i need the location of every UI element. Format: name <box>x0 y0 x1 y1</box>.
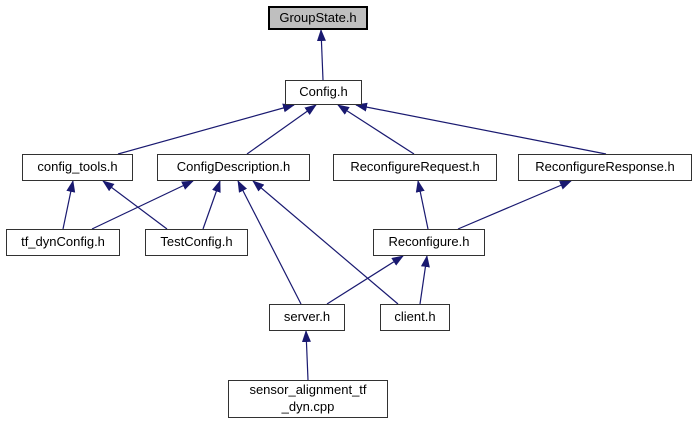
edge-config-to-groupstate <box>316 29 326 81</box>
edge-configdesc-to-config <box>246 104 317 155</box>
edge-config-tools-to-config <box>117 103 295 155</box>
edge-server-to-reconfigure <box>326 255 404 305</box>
node-sensor[interactable]: sensor_alignment_tf _dyn.cpp <box>228 380 388 418</box>
edge-reconfreq-to-config <box>337 104 415 155</box>
node-tf-dyn[interactable]: tf_dynConfig.h <box>6 229 120 256</box>
edge-sensor-to-server <box>301 330 311 381</box>
node-groupstate[interactable]: GroupState.h <box>268 6 368 30</box>
node-reconfresp[interactable]: ReconfigureResponse.h <box>518 154 692 181</box>
edge-testconfig-to-config-tools <box>102 180 168 230</box>
node-reconfigure[interactable]: Reconfigure.h <box>373 229 485 256</box>
node-server[interactable]: server.h <box>269 304 345 331</box>
edge-client-to-reconfigure <box>419 255 430 305</box>
edge-tf-dyn-to-config-tools <box>62 180 76 230</box>
node-configdesc[interactable]: ConfigDescription.h <box>157 154 310 181</box>
node-config-tools[interactable]: config_tools.h <box>22 154 133 181</box>
edge-tf-dyn-to-configdesc <box>91 180 194 230</box>
edge-reconfigure-to-reconfreq <box>415 180 429 230</box>
node-reconfreq[interactable]: ReconfigureRequest.h <box>333 154 497 181</box>
node-config[interactable]: Config.h <box>285 80 362 105</box>
edge-reconfigure-to-reconfresp <box>457 180 572 230</box>
edge-testconfig-to-configdesc <box>202 180 221 230</box>
node-client[interactable]: client.h <box>380 304 450 331</box>
edge-reconfresp-to-config <box>355 102 607 155</box>
node-testconfig[interactable]: TestConfig.h <box>145 229 248 256</box>
